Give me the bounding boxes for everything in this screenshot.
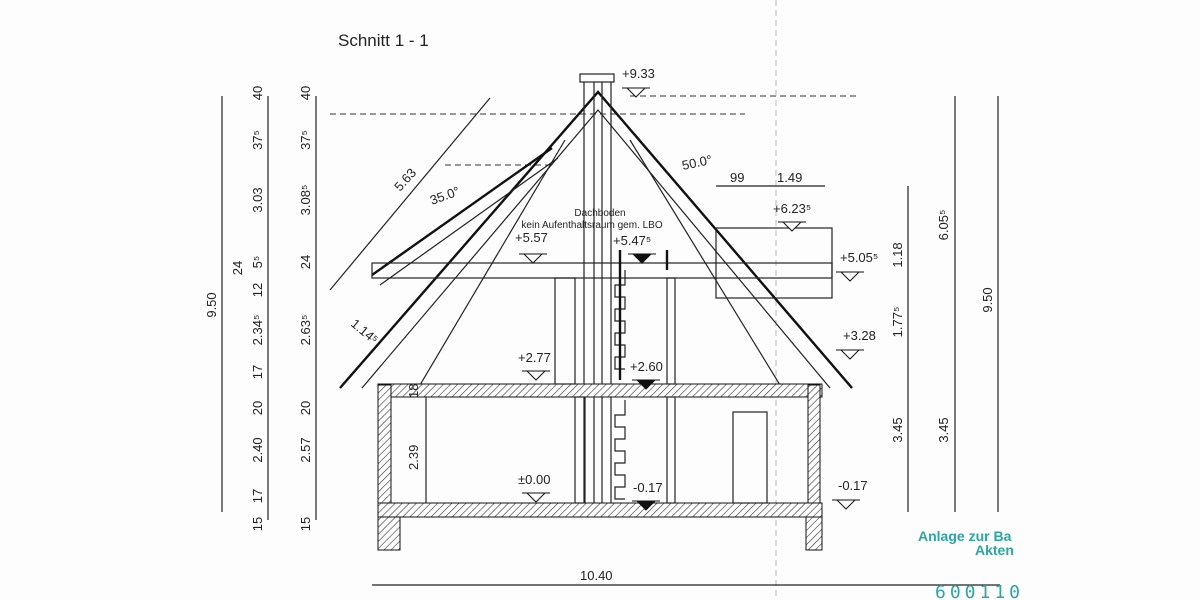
level-floor-0: ±0.00 bbox=[518, 472, 550, 503]
angle-main: 50.0° bbox=[681, 152, 714, 173]
level-knee-right: +3.28 bbox=[836, 328, 876, 360]
left-dim-1: 15 bbox=[250, 517, 265, 531]
roof bbox=[339, 90, 853, 389]
level-attic-right: +5.47⁵ bbox=[613, 233, 656, 264]
ground-height: 2.39 bbox=[406, 445, 421, 470]
left-dim-1: 24 bbox=[230, 261, 245, 275]
wall-left bbox=[377, 384, 392, 504]
level-label: +5.57 bbox=[515, 230, 548, 245]
left-dim-total: 9.50 bbox=[204, 292, 219, 317]
wall-inner-4 bbox=[666, 396, 676, 504]
level-triangle-icon bbox=[839, 349, 861, 360]
right-dim-2: 3.45 bbox=[936, 417, 951, 442]
level-label: +5.47⁵ bbox=[613, 233, 651, 248]
left-dim-2: 40 bbox=[298, 86, 313, 100]
level-label: -0.17 bbox=[633, 480, 663, 495]
room-note: kein Aufenthaltsraum gem. LBO bbox=[521, 220, 662, 231]
left-dim-1: 20 bbox=[250, 401, 265, 415]
dormer-width-1: 99 bbox=[730, 170, 744, 185]
level-stair-landing: +2.60 bbox=[630, 359, 663, 390]
level-triangle-icon bbox=[525, 492, 547, 503]
right-dim-1: 3.45 bbox=[890, 417, 905, 442]
slab-thickness: 18 bbox=[406, 384, 421, 398]
wall-inner-1 bbox=[554, 277, 576, 385]
level-triangle-icon bbox=[522, 253, 544, 264]
level-attic-left: +5.57 bbox=[515, 230, 548, 264]
stamp-line-1: Anlage zur Ba bbox=[918, 528, 1012, 544]
level-triangle-icon bbox=[525, 370, 547, 381]
level-ridge: +9.33 bbox=[622, 66, 655, 98]
left-dim-1: 40 bbox=[250, 86, 265, 100]
first-floor-slab bbox=[377, 383, 823, 398]
door bbox=[732, 411, 768, 504]
level-label: +9.33 bbox=[622, 66, 655, 81]
drawing-title: Schnitt 1 - 1 bbox=[338, 31, 429, 50]
level-triangle-icon bbox=[631, 253, 653, 264]
level-label: +6.23⁵ bbox=[773, 201, 811, 216]
level-triangle-icon bbox=[835, 499, 857, 510]
left-dim-2: 2.57 bbox=[298, 437, 313, 462]
level-floor-1: +2.77 bbox=[518, 350, 551, 381]
level-label: +5.05⁵ bbox=[840, 250, 878, 265]
left-dim-1: 37⁵ bbox=[250, 130, 265, 150]
level-label: ±0.00 bbox=[518, 472, 550, 487]
staircase bbox=[614, 250, 669, 500]
right-dim-1: 1.18 bbox=[890, 242, 905, 267]
foundation-right bbox=[805, 516, 823, 551]
rafter-length: 5.63 bbox=[391, 165, 419, 194]
stamp-line-2: Akten bbox=[975, 542, 1014, 558]
dormer-width-2: 1.49 bbox=[777, 170, 802, 185]
wall-inner-2 bbox=[666, 277, 676, 385]
total-width: 10.40 bbox=[580, 568, 613, 583]
left-dim-1: 17 bbox=[250, 489, 265, 503]
level-label: -0.17 bbox=[838, 478, 868, 493]
level-ground-out: -0.17 bbox=[832, 478, 868, 510]
chimney bbox=[579, 73, 615, 510]
left-dim-1: 12 bbox=[250, 283, 265, 297]
level-triangle-icon bbox=[839, 271, 861, 282]
wall-right bbox=[807, 384, 821, 504]
left-dim-1: 3.03 bbox=[250, 187, 265, 212]
level-label: +2.77 bbox=[518, 350, 551, 365]
level-eaves-right: +5.05⁵ bbox=[836, 250, 878, 282]
left-dim-1: 2.40 bbox=[250, 437, 265, 462]
left-dim-1: 17 bbox=[250, 365, 265, 379]
rafter-dim-line bbox=[329, 97, 491, 291]
level-stair-bottom: -0.17 bbox=[632, 480, 663, 511]
level-label: +3.28 bbox=[843, 328, 876, 343]
ground-slab bbox=[377, 502, 823, 518]
right-dim-total: 9.50 bbox=[980, 287, 995, 312]
stamp-number: 600110 bbox=[935, 582, 1024, 600]
attic-slab bbox=[371, 262, 833, 279]
level-triangle-icon bbox=[781, 221, 803, 232]
left-dim-2: 3.08⁵ bbox=[298, 185, 313, 216]
left-dim-1: 5⁵ bbox=[250, 256, 265, 269]
room-name: Dachboden bbox=[574, 208, 625, 219]
level-label: +2.60 bbox=[630, 359, 663, 374]
left-dim-2: 2.63⁵ bbox=[298, 315, 313, 346]
level-dormer-top: +6.23⁵ bbox=[773, 201, 811, 232]
left-dim-2: 37⁵ bbox=[298, 130, 313, 150]
right-dim-2: 6.05⁵ bbox=[936, 210, 951, 241]
angle-dormer: 35.0° bbox=[428, 183, 462, 208]
overhang: 1.14⁵ bbox=[348, 316, 381, 347]
foundation-left bbox=[377, 516, 401, 551]
left-dim-2: 20 bbox=[298, 401, 313, 415]
right-dim-1: 1.77⁵ bbox=[890, 307, 905, 338]
left-dim-2: 15 bbox=[298, 517, 313, 531]
left-dim-1: 2.34⁵ bbox=[250, 315, 265, 346]
left-dim-2: 24 bbox=[298, 255, 313, 269]
wall-inner-3 bbox=[574, 396, 586, 504]
